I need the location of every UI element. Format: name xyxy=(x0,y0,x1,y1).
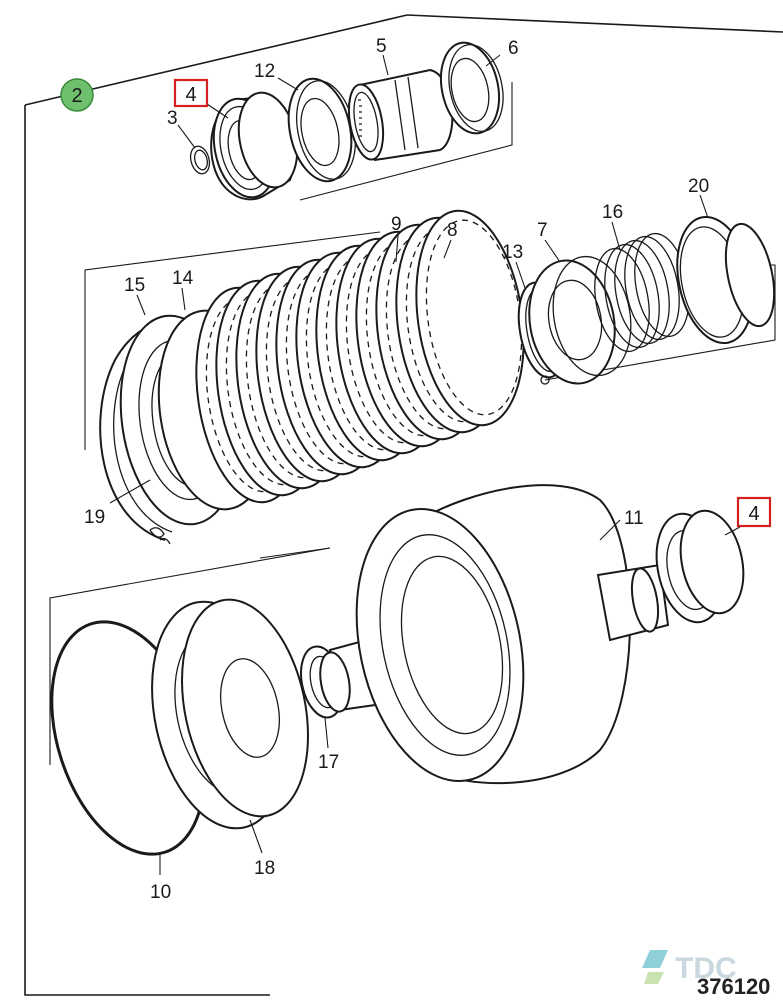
callout-3: 3 xyxy=(167,108,178,129)
top-group-outline xyxy=(299,82,513,201)
callout-19: 19 xyxy=(84,507,105,528)
callout-16: 16 xyxy=(602,202,623,223)
callout-9: 9 xyxy=(391,214,402,235)
drawing-reference-number: 376120 xyxy=(697,974,770,999)
callout-13: 13 xyxy=(502,242,523,263)
part-7-piston xyxy=(528,255,632,385)
callout-5: 5 xyxy=(376,36,387,57)
callout-4-right: 4 xyxy=(748,503,759,525)
callout-6: 6 xyxy=(508,38,519,59)
highlight-box-4-top xyxy=(173,78,209,108)
callout-12: 12 xyxy=(254,61,275,82)
callout-8: 8 xyxy=(447,220,458,241)
part-20-ring xyxy=(676,215,776,345)
callout-18: 18 xyxy=(254,858,275,879)
callout-10: 10 xyxy=(150,882,171,903)
callout-labels: 3 4 12 5 6 9 8 7 16 20 13 15 14 19 11 4 … xyxy=(84,36,772,903)
part-16-spring xyxy=(594,232,690,353)
clutch-plates-stack xyxy=(195,209,525,504)
part-18-pump-body xyxy=(151,598,309,830)
part-5-needle-sleeve xyxy=(347,68,454,162)
part-6-washer xyxy=(439,41,504,135)
callout-4-top: 4 xyxy=(185,84,196,106)
callout-7: 7 xyxy=(537,220,548,241)
tdc-logo-icon xyxy=(642,950,668,984)
lower-group-outline xyxy=(49,547,331,765)
leader-lines xyxy=(109,54,741,875)
logo-text: TDC xyxy=(675,952,737,985)
part-4-bearing-right xyxy=(655,509,745,624)
assembly-badge: 2 xyxy=(60,78,94,112)
tdc-logo: TDC xyxy=(642,950,737,985)
highlight-box-4-right xyxy=(736,496,772,528)
assembly-badge-circle xyxy=(60,78,94,112)
part-4-bearing-top xyxy=(210,91,299,201)
callout-17: 17 xyxy=(318,752,339,773)
callout-11: 11 xyxy=(624,508,644,529)
callout-14: 14 xyxy=(172,268,194,289)
part-11-clutch-drum xyxy=(319,484,670,785)
assembly-badge-label: 2 xyxy=(71,85,82,107)
part-3-snap-ring xyxy=(189,145,211,175)
callout-20: 20 xyxy=(688,176,709,197)
callout-15: 15 xyxy=(124,275,145,296)
